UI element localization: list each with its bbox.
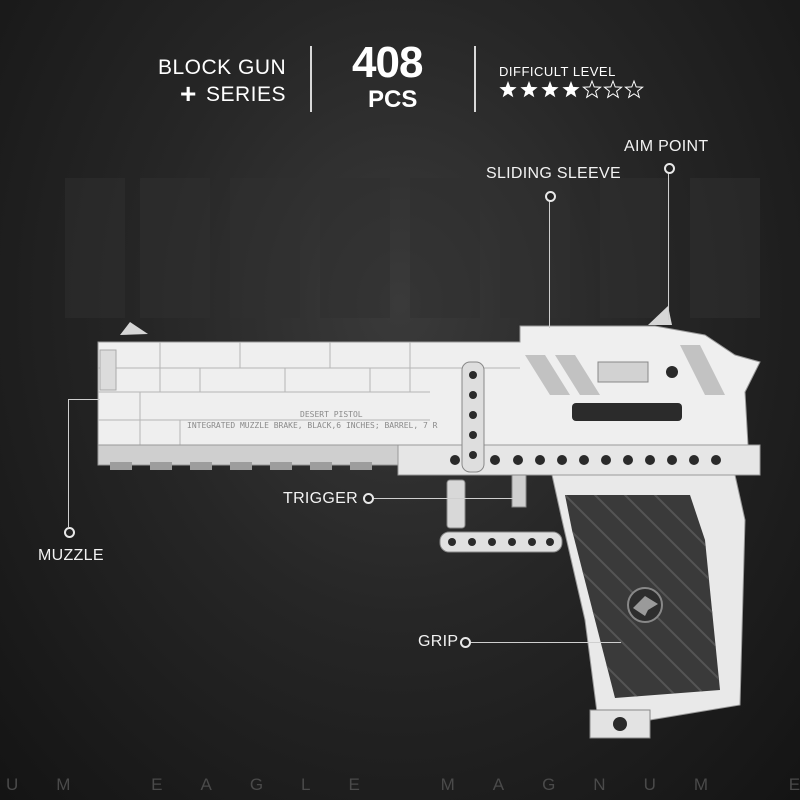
plus-icon: +	[180, 78, 197, 109]
footer-ribbon: UM EAGLE MAGNUM E	[6, 775, 800, 794]
star-empty-icon	[603, 79, 623, 99]
difficulty-label: DIFFICULT LEVEL	[499, 64, 616, 79]
star-filled-icon	[520, 81, 538, 98]
callout-dot	[64, 527, 75, 538]
star-filled-icon	[562, 81, 580, 98]
brand-title: BLOCK GUN	[158, 56, 287, 79]
callout-line	[471, 642, 621, 643]
callout-line	[374, 498, 516, 499]
callout-line	[668, 172, 669, 320]
callout-trigger: TRIGGER	[283, 490, 358, 507]
callout-dot	[664, 163, 675, 174]
difficulty-stars	[499, 79, 644, 99]
callout-line	[68, 399, 100, 400]
callout-aim-point: AIM POINT	[624, 138, 709, 155]
brand-series: SERIES	[206, 83, 287, 106]
header-divider	[310, 46, 312, 112]
callout-sliding-sleeve: SLIDING SLEEVE	[486, 165, 621, 182]
footer-ribbon-text: UM EAGLE MAGNUM E	[6, 775, 800, 794]
star-filled-icon	[541, 81, 559, 98]
piece-unit: PCS	[368, 86, 418, 113]
callout-dot	[363, 493, 374, 504]
callout-line	[68, 399, 69, 527]
callout-line	[549, 200, 550, 328]
piece-count: 408	[352, 38, 423, 87]
star-empty-icon	[582, 79, 602, 99]
callout-grip: GRIP	[418, 633, 459, 650]
barrel-caption: INTEGRATED MUZZLE BRAKE, BLACK,6 INCHES;…	[187, 421, 438, 430]
header-divider	[474, 46, 476, 112]
star-empty-icon	[624, 79, 644, 99]
callout-dot	[460, 637, 471, 648]
callout-muzzle: MUZZLE	[38, 547, 104, 564]
star-filled-icon	[499, 81, 517, 98]
barrel-title: DESERT PISTOL	[300, 410, 363, 419]
callout-dot	[545, 191, 556, 202]
